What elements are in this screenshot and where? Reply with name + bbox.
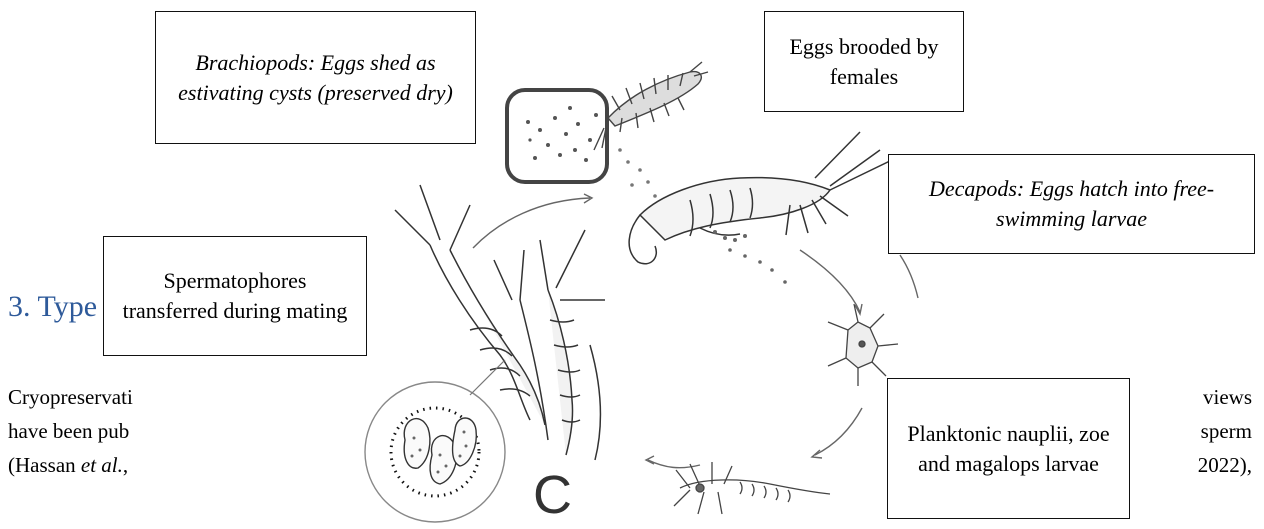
panel-letter: C: [533, 468, 572, 522]
label-planktonic: Planktonic nauplii, zoe and magalops lar…: [887, 378, 1130, 519]
label-eggs-brooded: Eggs brooded by females: [764, 11, 964, 112]
cyst-inset-box: [507, 90, 607, 182]
label-spermatophores: Spermatophores transferred during mating: [103, 236, 367, 356]
label-brachiopods: Brachiopods: Eggs shed as estivating cys…: [155, 11, 476, 144]
label-decapods: Decapods: Eggs hatch into free-swimming …: [888, 154, 1255, 254]
